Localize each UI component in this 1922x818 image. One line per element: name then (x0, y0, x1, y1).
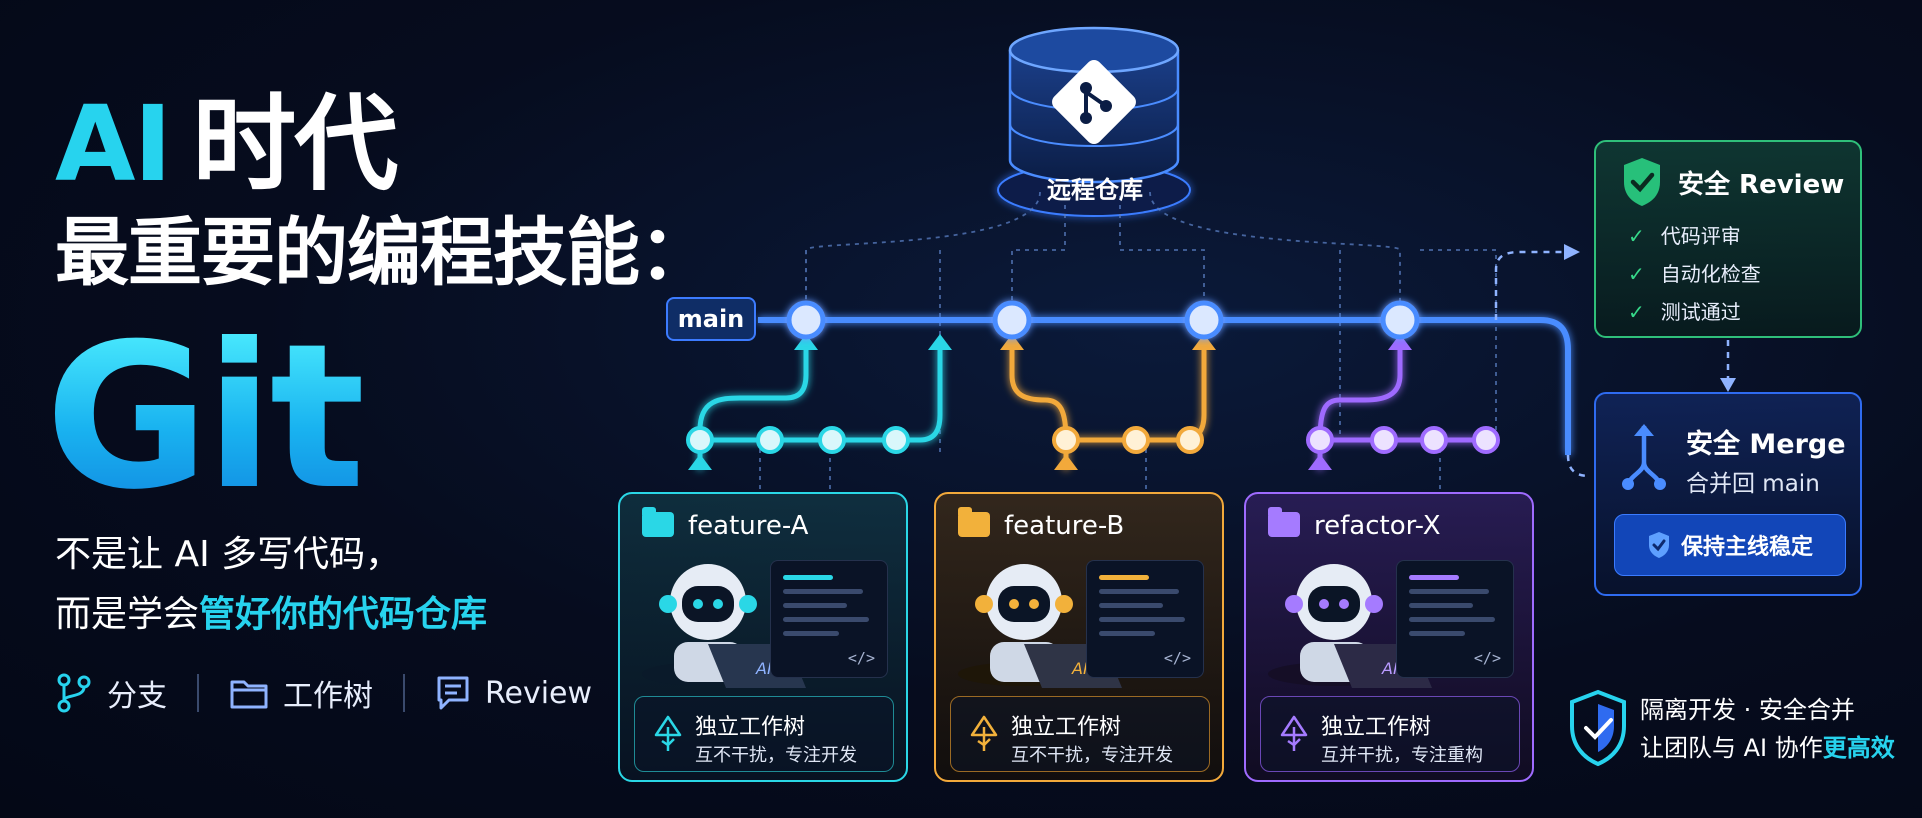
branch-card-title: feature-A (688, 511, 809, 541)
shield-check-icon (1624, 158, 1660, 206)
worktree-panel: 独立工作树 互不干扰，专注开发 (634, 696, 894, 772)
check-icon: ✓ (1628, 262, 1645, 286)
bottom-note-line1: 隔离开发 · 安全合并 (1640, 696, 1855, 724)
chip-branch: 分支 (55, 671, 197, 715)
worktree-desc: 互不干扰，专注开发 (1011, 745, 1173, 766)
hero-subtitle-highlight: 管好你的代码仓库 (199, 594, 488, 635)
tree-icon (654, 715, 682, 751)
remote-repo-label: 远程仓库 (1047, 176, 1143, 204)
review-item: ✓测试通过 (1628, 300, 1741, 324)
review-title: 安全 Review (1678, 170, 1845, 200)
hero-subtitle-prefix: 而是学会 (55, 594, 200, 635)
feature-a-commit-nodes (686, 426, 910, 454)
worktree-desc: 互并干扰，专注重构 (1321, 745, 1483, 766)
worktree-panel: 独立工作树 互并干扰，专注重构 (1260, 696, 1520, 772)
chip-divider (197, 674, 199, 712)
chip-branch-label: 分支 (107, 679, 167, 714)
merge-icon (1622, 424, 1666, 490)
safe-merge-panel: 安全 Merge 合并回 main 保持主线稳定 (1594, 392, 1862, 596)
check-icon: ✓ (1628, 224, 1645, 248)
shield-icon (1570, 689, 1626, 767)
review-item: ✓代码评审 (1628, 224, 1741, 248)
main-branch-tag: main (666, 297, 756, 341)
chip-review-label: Review (485, 675, 593, 711)
hero-git-wordmark: Git (45, 301, 365, 534)
branch-card-refactor-x: refactor-X AI </> 独立工作树 互并干扰，专注重构 (1244, 492, 1534, 782)
folder-icon (958, 507, 990, 537)
bottom-note-line2: 让团队与 AI 协作更高效 (1640, 728, 1895, 763)
branch-icon (57, 673, 91, 713)
code-icon: </> (1163, 649, 1191, 667)
bottom-note: 隔离开发 · 安全合并 让团队与 AI 协作更高效 (1560, 686, 1910, 766)
code-screen: </> (1086, 560, 1204, 678)
folder-icon (230, 680, 268, 709)
feature-a-arrows (688, 334, 952, 470)
robot-laptop-label: AI (1381, 659, 1398, 678)
refactor-x-branch-line (1317, 345, 1486, 470)
code-icon: </> (847, 649, 875, 667)
hero-title-line2: 最重要的编程技能： (55, 210, 713, 296)
shield-check-icon (1648, 532, 1669, 558)
folder-icon (1268, 507, 1300, 537)
code-icon: </> (1473, 649, 1501, 667)
main-branch-line (758, 317, 1571, 455)
main-commit-nodes (786, 300, 1420, 340)
branch-card-title: refactor-X (1314, 511, 1441, 541)
check-icon: ✓ (1628, 300, 1645, 324)
git-logo-icon (1052, 60, 1136, 144)
feature-b-commit-nodes (1052, 426, 1204, 454)
worktree-title: 独立工作树 (1321, 715, 1432, 740)
remote-repo-database (997, 26, 1191, 217)
tree-icon (1280, 715, 1308, 751)
chip-review: Review (435, 674, 622, 712)
chat-icon (437, 676, 469, 710)
worktree-title: 独立工作树 (1011, 715, 1122, 740)
code-screen: </> (770, 560, 888, 678)
bottom-note-prefix: 让团队与 AI 协作 (1640, 734, 1823, 762)
tree-icon (970, 715, 998, 751)
bottom-note-highlight: 更高效 (1822, 734, 1895, 762)
merge-title: 安全 Merge (1686, 429, 1846, 460)
branch-card-title: feature-B (1004, 511, 1125, 541)
hero-title-era: 时代 (192, 83, 398, 205)
safe-review-panel: 安全 Review ✓代码评审 ✓自动化检查 ✓测试通过 (1594, 140, 1862, 338)
folder-icon (642, 507, 674, 537)
feature-chips: 分支 工作树 Review (55, 668, 622, 718)
hero-subtitle-line2: 而是学会管好你的代码仓库 (55, 585, 487, 637)
hero-subtitle-line1: 不是让 AI 多写代码， (55, 534, 402, 575)
worktree-title: 独立工作树 (695, 715, 806, 740)
feature-b-branch-line (1009, 345, 1207, 470)
refactor-x-arrows (1308, 334, 1412, 470)
refactor-x-commit-nodes (1306, 426, 1500, 454)
branch-card-feature-b: feature-B AI </> 独立工作树 互不干扰，专注开发 (934, 492, 1224, 782)
worktree-panel: 独立工作树 互不干扰，专注开发 (950, 696, 1210, 772)
review-flow-arrows (1494, 250, 1730, 478)
chip-worktree-label: 工作树 (283, 679, 373, 714)
review-item: ✓自动化检查 (1628, 262, 1761, 286)
feature-b-arrows (1000, 334, 1216, 470)
chip-worktree: 工作树 (229, 671, 403, 715)
branch-card-feature-a: feature-A AI </> 独立工作树 互不干扰，专注开发 (618, 492, 908, 782)
merge-subtitle: 合并回 main (1686, 471, 1820, 497)
robot-laptop-label: AI (755, 659, 772, 678)
worktree-desc: 互不干扰，专注开发 (695, 745, 857, 766)
chip-divider (403, 674, 405, 712)
code-screen: </> (1396, 560, 1514, 678)
keep-mainline-stable-label: 保持主线稳定 (1680, 535, 1813, 560)
robot-laptop-label: AI (1071, 659, 1088, 678)
hero-title-ai: AI (55, 83, 172, 205)
keep-mainline-stable-badge: 保持主线稳定 (1614, 514, 1846, 576)
